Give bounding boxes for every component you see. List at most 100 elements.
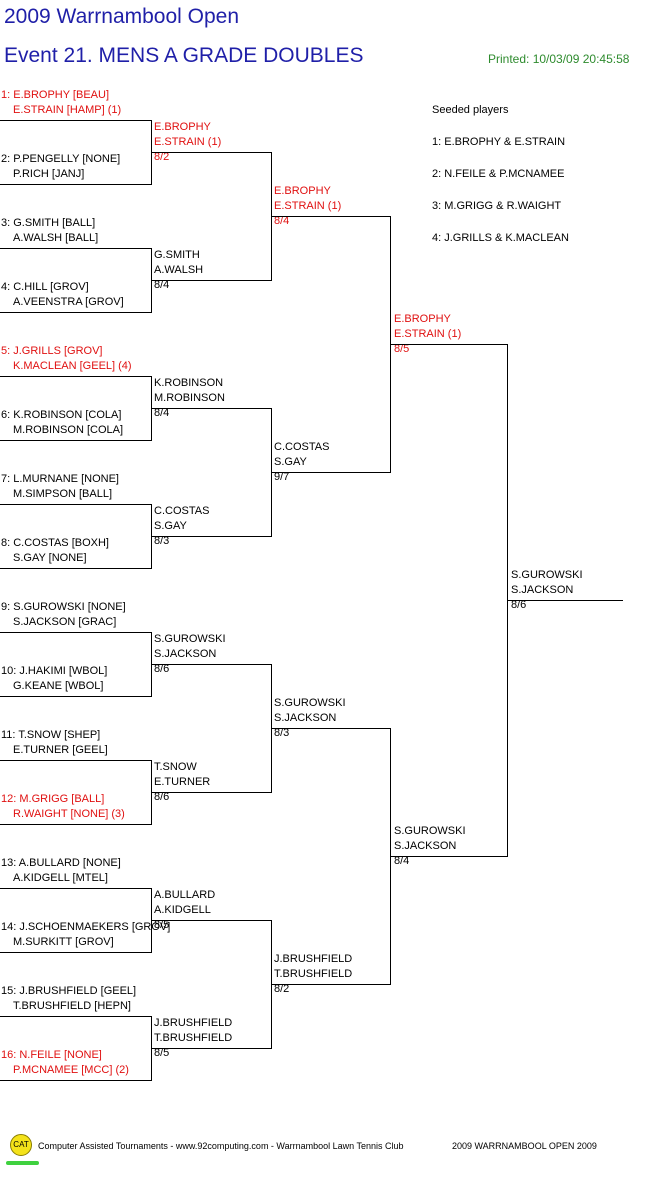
winner-partner: S.JACKSON — [511, 584, 574, 596]
winner-partner: S.GAY — [274, 456, 307, 468]
bracket-line — [152, 280, 272, 281]
winner-name: A.BULLARD — [154, 889, 216, 901]
match-score: 8/6 — [154, 791, 170, 803]
entrant-name: 5: J.GRILLS [GROV] — [1, 345, 103, 357]
entrant-partner: M.SURKITT [GROV] — [13, 936, 114, 948]
bracket-line — [0, 184, 152, 185]
match-score: 8/4 — [154, 279, 170, 291]
cat-logo-icon: CAT — [10, 1134, 32, 1156]
bracket-line — [152, 1048, 272, 1049]
match-score: 8/6 — [511, 599, 527, 611]
winner-name: S.GUROWSKI — [154, 633, 226, 645]
entrant-name: 6: K.ROBINSON [COLA] — [1, 409, 122, 421]
entrant-partner: E.TURNER [GEEL] — [13, 744, 108, 756]
match-score: 8/4 — [394, 855, 410, 867]
bracket-line — [152, 152, 272, 153]
winner-name: S.GUROWSKI — [274, 697, 346, 709]
bracket-line — [0, 824, 152, 825]
bracket-line — [272, 472, 391, 473]
entrant-partner: P.MCNAMEE [MCC] (2) — [13, 1064, 129, 1076]
bracket-line — [0, 376, 152, 377]
entrant-partner: E.STRAIN [HAMP] (1) — [13, 104, 122, 116]
entrant-partner: T.BRUSHFIELD [HEPN] — [13, 1000, 131, 1012]
winner-partner: S.JACKSON — [274, 712, 337, 724]
bracket-line — [152, 536, 272, 537]
winner-name: J.BRUSHFIELD — [274, 953, 353, 965]
winner-partner: T.BRUSHFIELD — [154, 1032, 233, 1044]
entrant-partner: M.ROBINSON [COLA] — [13, 424, 124, 436]
match-score: 8/5 — [154, 1047, 170, 1059]
bracket-line — [271, 408, 272, 536]
seeded-item: 1: E.BROPHY & E.STRAIN — [432, 136, 566, 148]
bracket-line — [390, 728, 391, 984]
winner-partner: E.TURNER — [154, 776, 211, 788]
winner-name: T.SNOW — [154, 761, 197, 773]
entrant-name: 10: J.HAKIMI [WBOL] — [1, 665, 108, 677]
bracket-line — [152, 408, 272, 409]
bracket-line — [0, 568, 152, 569]
winner-name: E.BROPHY — [274, 185, 331, 197]
bracket-line — [0, 952, 152, 953]
bracket-line — [0, 888, 152, 889]
entrant-name: 14: J.SCHOENMAEKERS [GROV] — [1, 921, 171, 933]
logo-underline — [6, 1161, 39, 1165]
entrant-name: 7: L.MURNANE [NONE] — [1, 473, 119, 485]
match-score: 8/3 — [154, 535, 170, 547]
bracket-line — [272, 984, 391, 985]
match-score: 8/5 — [154, 919, 170, 931]
bracket-line — [507, 344, 508, 856]
entrant-partner: G.KEANE [WBOL] — [13, 680, 104, 692]
entrant-partner: S.JACKSON [GRAC] — [13, 616, 117, 628]
match-score: 8/5 — [394, 343, 410, 355]
entrant-partner: M.SIMPSON [BALL] — [13, 488, 113, 500]
bracket-line — [151, 120, 152, 184]
winner-partner: A.KIDGELL — [154, 904, 211, 916]
entrant-name: 9: S.GUROWSKI [NONE] — [1, 601, 126, 613]
entrant-name: 1: E.BROPHY [BEAU] — [1, 89, 110, 101]
bracket-line — [0, 120, 152, 121]
winner-name: C.COSTAS — [274, 441, 330, 453]
bracket-line — [152, 920, 272, 921]
match-score: 8/3 — [274, 727, 290, 739]
bracket-line — [271, 152, 272, 280]
winner-name: E.BROPHY — [154, 121, 211, 133]
winner-partner: E.STRAIN (1) — [274, 200, 342, 212]
winner-name: E.BROPHY — [394, 313, 451, 325]
match-score: 9/7 — [274, 471, 290, 483]
winner-partner: S.JACKSON — [154, 648, 217, 660]
match-score: 8/4 — [154, 407, 170, 419]
bracket-line — [0, 248, 152, 249]
entrant-partner: A.VEENSTRA [GROV] — [13, 296, 124, 308]
bracket-line — [0, 1080, 152, 1081]
entrant-name: 15: J.BRUSHFIELD [GEEL] — [1, 985, 137, 997]
bracket-line — [272, 216, 391, 217]
match-score: 8/2 — [154, 151, 170, 163]
entrant-name: 3: G.SMITH [BALL] — [1, 217, 96, 229]
bracket-line — [151, 376, 152, 440]
bracket-line — [152, 664, 272, 665]
footer-event: 2009 WARRNAMBOOL OPEN 2009 — [452, 1141, 597, 1151]
entrant-partner: P.RICH [JANJ] — [13, 168, 85, 180]
bracket-line — [390, 216, 391, 472]
printed-timestamp: Printed: 10/03/09 20:45:58 — [488, 52, 630, 66]
bracket-line — [151, 888, 152, 952]
entrant-partner: S.GAY [NONE] — [13, 552, 87, 564]
seeded-heading: Seeded players — [432, 104, 509, 116]
winner-name: J.BRUSHFIELD — [154, 1017, 233, 1029]
bracket-line — [508, 600, 623, 601]
tournament-title: 2009 Warrnambool Open — [4, 5, 240, 28]
match-score: 8/6 — [154, 663, 170, 675]
bracket-line — [152, 792, 272, 793]
winner-name: S.GUROWSKI — [394, 825, 466, 837]
entrant-name: 2: P.PENGELLY [NONE] — [1, 153, 121, 165]
winner-name: C.COSTAS — [154, 505, 210, 517]
winner-partner: S.GAY — [154, 520, 187, 532]
event-title: Event 21. MENS A GRADE DOUBLES — [4, 44, 364, 67]
seeded-item: 2: N.FEILE & P.MCNAMEE — [432, 168, 565, 180]
entrant-name: 11: T.SNOW [SHEP] — [1, 729, 101, 741]
bracket-line — [0, 632, 152, 633]
bracket-line — [271, 920, 272, 1048]
winner-name: S.GUROWSKI — [511, 569, 583, 581]
entrant-name: 12: M.GRIGG [BALL] — [1, 793, 105, 805]
winner-partner: E.STRAIN (1) — [154, 136, 222, 148]
